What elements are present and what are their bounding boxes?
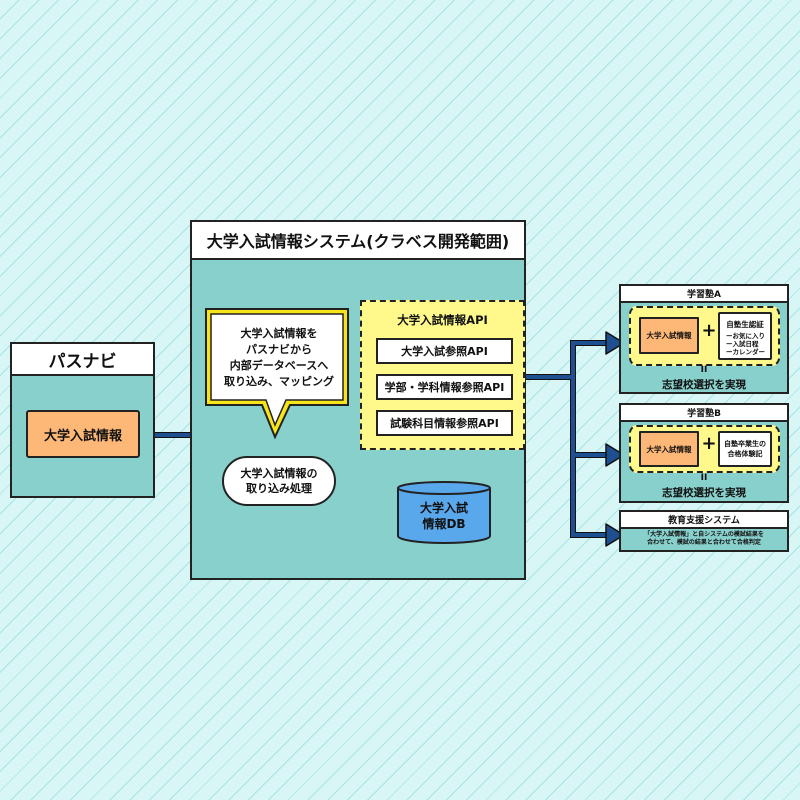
pasunavi-university-info: 大学入試情報 — [26, 410, 140, 458]
api-group-title: 大学入試情報API — [397, 313, 488, 327]
system-title: 大学入試情報システム(クラベス開発範囲) — [192, 222, 524, 260]
juku-a-own-title: 自塾生認証 — [726, 320, 764, 329]
juku-b-university-info: 大学入試情報 — [639, 431, 699, 467]
connector-bus — [571, 341, 608, 537]
api-group: 大学入試情報API 大学入試参照API 学部・学科情報参照API 試験科目情報参… — [360, 300, 525, 450]
callout-line: パスナビから — [246, 343, 312, 356]
equals-icon: II — [700, 473, 708, 483]
api-exam-subject-reference: 試験科目情報参照API — [376, 410, 513, 436]
juku-a-university-info: 大学入試情報 — [639, 317, 699, 354]
callout-line: 内部データベースへ — [229, 359, 329, 372]
equals-icon: II — [700, 365, 708, 375]
database-line: 情報DB — [422, 517, 466, 531]
edu-system-line: 合わせて、模試の結果と合わせて合格判定 — [647, 539, 761, 546]
callout-text: 大学入試情報を パスナビから 内部データベースへ 取り込み、マッピング — [212, 318, 346, 398]
pasunavi-panel: パスナビ 大学入試情報 — [10, 342, 155, 498]
juku-a-result: 志望校選択を実現 — [662, 379, 746, 391]
api-university-reference: 大学入試参照API — [376, 338, 513, 364]
juku-b-result: 志望校選択を実現 — [662, 487, 746, 499]
juku-b-own-line: 自塾卒業生の — [724, 440, 766, 448]
juku-a-feature-group: 大学入試情報 + 自塾生認証 ーお気に入り ー入試日程 ーカレンダー — [629, 306, 780, 366]
juku-a-feature-item: ーお気に入り — [726, 332, 765, 340]
plus-icon: + — [701, 433, 717, 454]
api-faculty-reference: 学部・学科情報参照API — [376, 374, 513, 400]
plus-icon: + — [701, 320, 717, 341]
juku-b-feature-group: 大学入試情報 + 自塾卒業生の 合格体験記 — [629, 425, 780, 473]
juku-b-own-line: 合格体験記 — [727, 450, 763, 458]
juku-b-title: 学習塾B — [621, 405, 787, 422]
callout-line: 取り込み、マッピング — [224, 375, 334, 388]
callout-bubble-shape — [205, 308, 349, 440]
juku-a-feature-item: ー入試日程 — [726, 340, 759, 348]
juku-a-feature-item: ーカレンダー — [726, 348, 765, 356]
edu-system-line: 「大学入試情報」と自システムの模試結果を — [644, 531, 764, 538]
juku-a-panel: 学習塾A 大学入試情報 + 自塾生認証 ーお気に入り ー入試日程 ーカレンダー … — [619, 284, 789, 394]
pasunavi-title: パスナビ — [12, 344, 153, 376]
database-line: 大学入試 — [419, 501, 468, 515]
import-process-line: 大学入試情報の — [240, 467, 318, 480]
connector-outline — [570, 340, 608, 538]
edu-system-panel: 教育支援システム 「大学入試情報」と自システムの模試結果を 合わせて、模試の結果… — [619, 510, 789, 552]
edu-system-title: 教育支援システム — [621, 512, 787, 529]
edu-system-description: 「大学入試情報」と自システムの模試結果を 合わせて、模試の結果と合わせて合格判定 — [621, 528, 787, 550]
import-process-line: 取り込み処理 — [246, 482, 312, 495]
juku-b-panel: 学習塾B 大学入試情報 + 自塾卒業生の 合格体験記 II 志望校選択を実現 — [619, 403, 789, 503]
juku-a-title: 学習塾A — [621, 286, 787, 303]
database-label: 大学入試 情報DB — [396, 494, 492, 538]
database-icon — [397, 481, 491, 544]
import-process: 大学入試情報の 取り込み処理 — [222, 456, 336, 506]
juku-b-own-features: 自塾卒業生の 合格体験記 — [718, 431, 772, 467]
callout-line: 大学入試情報を — [240, 327, 318, 340]
juku-a-own-features: 自塾生認証 ーお気に入り ー入試日程 ーカレンダー — [718, 312, 772, 360]
